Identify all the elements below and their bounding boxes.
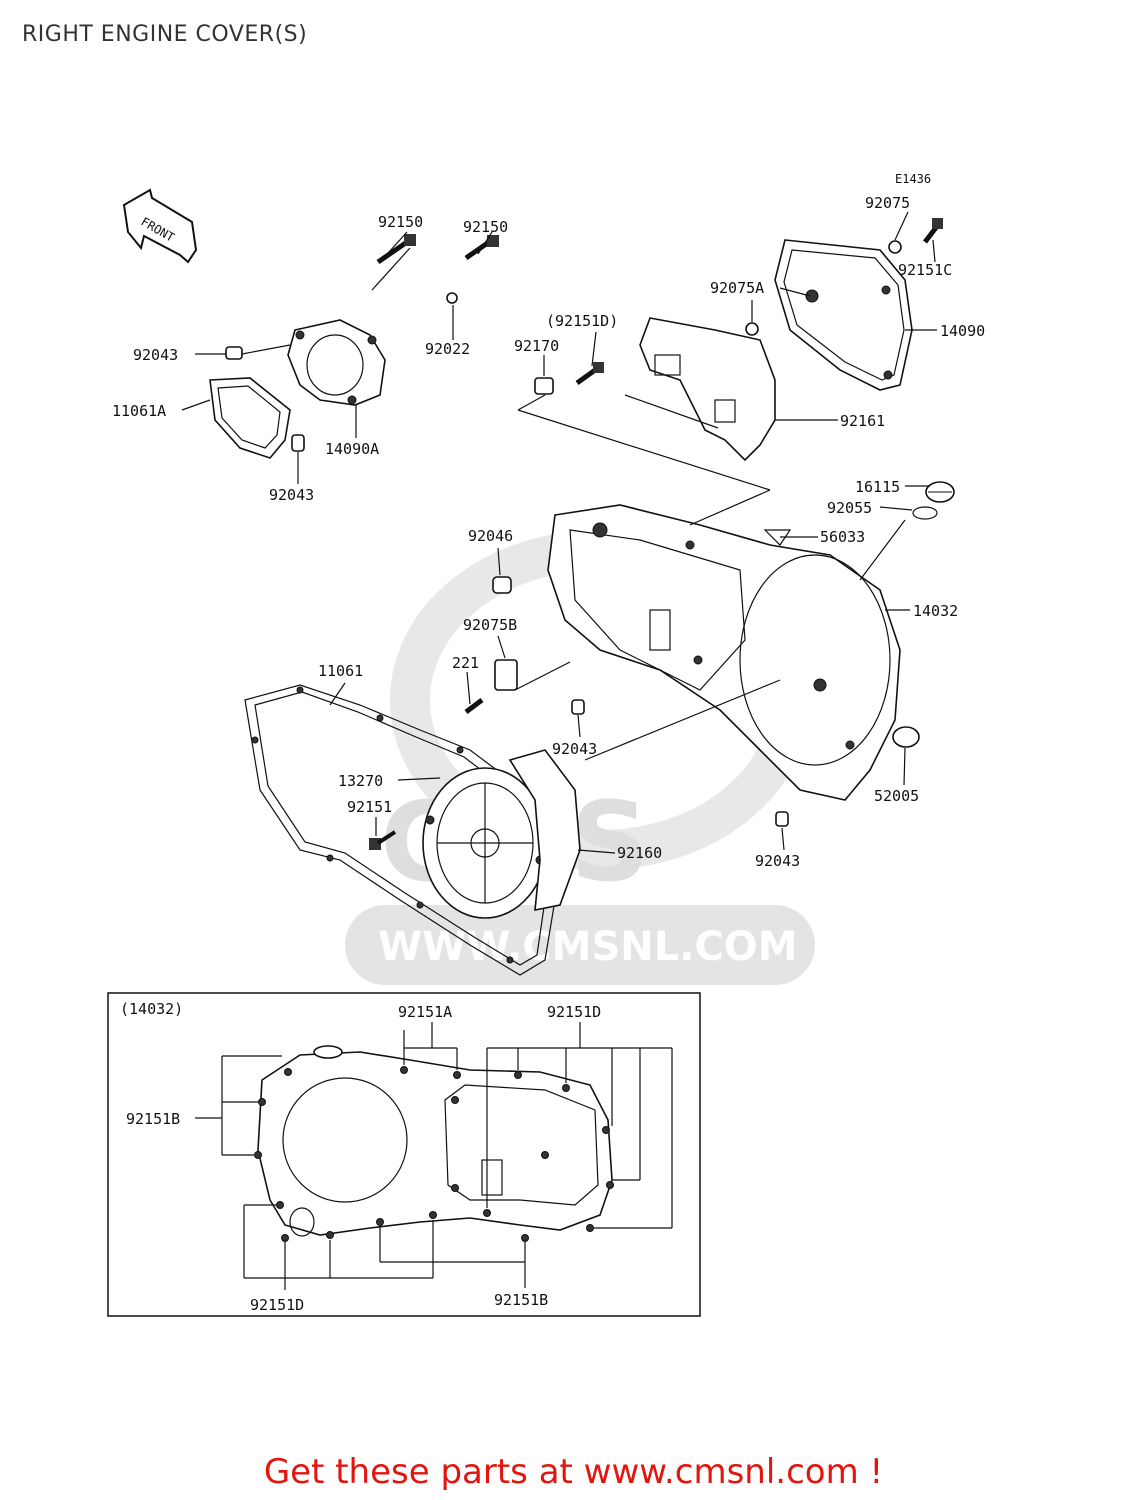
label-14090: 14090 <box>940 322 985 340</box>
inset-label-92151b-bottom: 92151B <box>494 1291 548 1309</box>
bushing-92046 <box>492 576 512 594</box>
washer-92075 <box>888 240 902 254</box>
dowel-92043-b <box>291 434 305 452</box>
watermark-url: WWW.CMSNL.COM <box>378 924 798 970</box>
part-14090-cover <box>774 239 913 391</box>
inset-label-92151a: 92151A <box>398 1003 452 1021</box>
label-92151c: 92151C <box>898 261 952 279</box>
label-92055: 92055 <box>827 499 872 517</box>
label-92160: 92160 <box>617 844 662 862</box>
label-11061: 11061 <box>318 662 363 680</box>
oring-92055 <box>912 506 938 520</box>
part-11061-gasket <box>244 684 556 976</box>
part-14090a-cover <box>287 319 386 406</box>
inset-title: (14032) <box>120 1000 183 1018</box>
dowel-92043-d <box>775 811 789 827</box>
label-92022: 92022 <box>425 340 470 358</box>
footer-link-text[interactable]: Get these parts at www.cmsnl.com ! <box>263 1452 884 1492</box>
clip-92170 <box>534 377 554 395</box>
bolt-92150-b <box>464 235 499 261</box>
label-92170: 92170 <box>514 337 559 355</box>
page-title: RIGHT ENGINE COVER(S) <box>22 22 308 47</box>
label-14032: 14032 <box>913 602 958 620</box>
bolt-92151c <box>923 218 943 244</box>
part-11061a-gasket <box>209 377 291 459</box>
inset-label-92151b-left: 92151B <box>126 1110 180 1128</box>
label-11061a: 11061A <box>112 402 166 420</box>
plug-16115 <box>925 481 955 503</box>
dowel-92043-a <box>225 346 243 360</box>
label-92151d-paren: (92151D) <box>546 312 618 330</box>
label-16115: 16115 <box>855 478 900 496</box>
inset-label-92151d-top: 92151D <box>547 1003 601 1021</box>
inset-leader-lines <box>195 1022 673 1290</box>
bolt-92151d <box>575 362 604 386</box>
label-92075: 92075 <box>865 194 910 212</box>
inset-box: (14032) <box>107 992 701 1317</box>
part-13270-plate <box>422 767 548 919</box>
bracket-92075b <box>494 659 518 691</box>
label-14090a: 14090A <box>325 440 379 458</box>
dowel-92043-c <box>571 699 585 715</box>
label-52005: 52005 <box>874 787 919 805</box>
label-92046: 92046 <box>468 527 513 545</box>
leader-lines <box>181 211 937 854</box>
label-13270: 13270 <box>338 772 383 790</box>
bolt-221 <box>464 698 484 714</box>
label-92043-d: 92043 <box>755 852 800 870</box>
seal-52005 <box>892 726 920 748</box>
inset-label-92151d-bottom: 92151D <box>250 1296 304 1314</box>
label-221: 221 <box>452 654 479 672</box>
label-92150-b: 92150 <box>463 218 508 236</box>
inset-bolts <box>254 1066 614 1242</box>
washer-92022 <box>446 292 458 304</box>
bolt-92151 <box>369 830 397 850</box>
label-92043-c: 92043 <box>552 740 597 758</box>
washer-92075a <box>745 322 759 336</box>
part-92160-cover <box>508 749 581 911</box>
label-92075b: 92075B <box>463 616 517 634</box>
label-92161: 92161 <box>840 412 885 430</box>
label-92151: 92151 <box>347 798 392 816</box>
front-arrow-icon: FRONT <box>122 188 198 264</box>
label-92043-a: 92043 <box>133 346 178 364</box>
part-92161-cover <box>639 317 776 462</box>
diagram-code: E1436 <box>895 172 931 186</box>
part-14032-main-cover <box>547 504 901 801</box>
label-92075a: 92075A <box>710 279 764 297</box>
label-56033: 56033 <box>820 528 865 546</box>
label-92150-a: 92150 <box>378 213 423 231</box>
part-labels: 92150 92150 92075 92151C 92075A 14090 92… <box>112 194 985 870</box>
label-92043-b: 92043 <box>269 486 314 504</box>
